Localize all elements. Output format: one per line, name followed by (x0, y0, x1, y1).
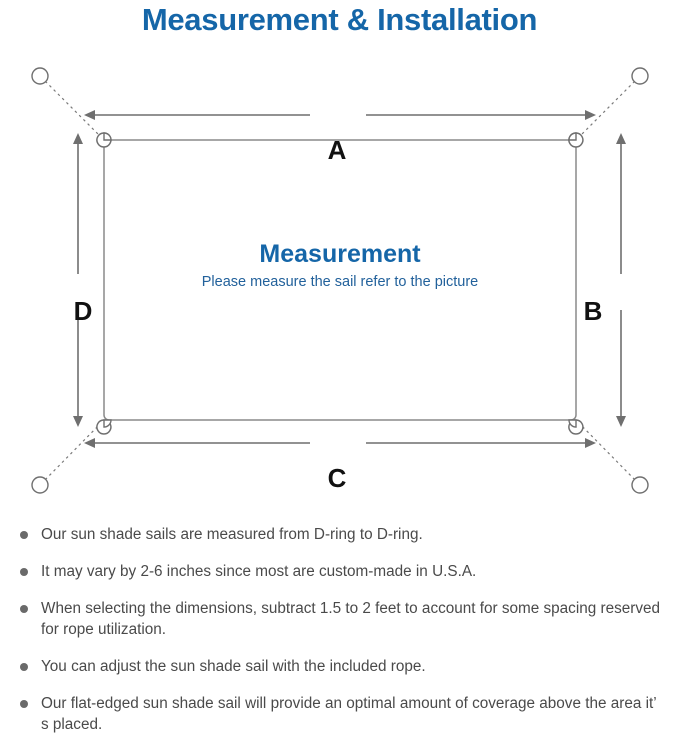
d-ring-tab-br (568, 419, 577, 428)
bullet-icon (20, 700, 28, 708)
dimension-label-d: D (73, 296, 93, 326)
note-text: It may vary by 2-6 inches since most are… (41, 563, 477, 580)
note-text: Our sun shade sails are measured from D-… (41, 526, 423, 543)
list-item: Our sun shade sails are measured from D-… (12, 524, 665, 545)
rope-top-right (576, 76, 640, 140)
dimension-label-a: A (327, 135, 347, 165)
rope-top-left (40, 76, 104, 140)
anchor-top-right (631, 67, 649, 85)
bullet-icon (20, 568, 28, 576)
list-item: Our flat-edged sun shade sail will provi… (12, 693, 665, 735)
diagram-svg (31, 67, 649, 494)
d-ring-tab-bl (103, 419, 112, 428)
note-text: When selecting the dimensions, subtract … (41, 600, 661, 638)
dimension-label-b: B (583, 296, 603, 326)
list-item: It may vary by 2-6 inches since most are… (12, 561, 665, 582)
anchor-bottom-left (31, 476, 49, 494)
sail-body (103, 139, 577, 421)
notes-list: Our sun shade sails are measured from D-… (0, 524, 679, 735)
d-ring-tab-tl (103, 132, 112, 141)
list-item: You can adjust the sun shade sail with t… (12, 656, 665, 677)
d-ring-tabs (103, 132, 577, 428)
d-ring-tab-tr (568, 132, 577, 141)
list-item: When selecting the dimensions, subtract … (12, 598, 665, 640)
anchor-top-left (31, 67, 49, 85)
bullet-icon (20, 605, 28, 613)
rope-lines (40, 76, 640, 485)
anchor-points (31, 67, 649, 494)
anchor-bottom-right (631, 476, 649, 494)
measurement-diagram: Measurement Please measure the sail refe… (0, 42, 679, 520)
rope-bottom-left (40, 420, 104, 485)
note-text: You can adjust the sun shade sail with t… (41, 658, 426, 675)
bullet-icon (20, 531, 28, 539)
note-text: Our flat-edged sun shade sail will provi… (41, 695, 657, 733)
bullet-icon (20, 663, 28, 671)
dimension-label-c: C (327, 463, 347, 493)
dimension-lines (73, 110, 626, 448)
rope-bottom-right (576, 420, 640, 485)
page-title: Measurement & Installation (141, 2, 538, 37)
